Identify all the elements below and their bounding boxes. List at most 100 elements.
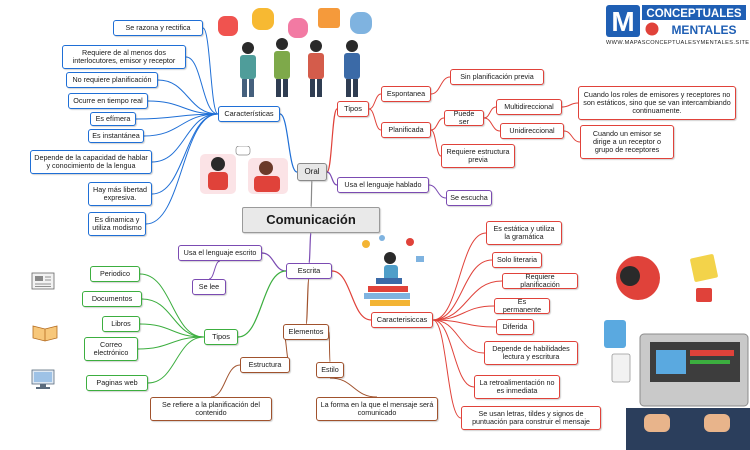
connector-escrita-node-to-elementos-node	[305, 278, 310, 325]
oral-caracteristicas-label: Características	[224, 108, 274, 118]
planificada-node: Planificada	[381, 122, 431, 138]
brand-site-url: WWW.MAPASCONCEPTUALESYMENTALES.SITE	[606, 40, 750, 46]
brand-logo-letter: M	[611, 6, 634, 37]
connector-escrita-caracteristicas-node-to-esc-car-item-3	[432, 305, 495, 321]
connector-oral-node-to-usa-lenguaje-hablado-node	[326, 171, 338, 186]
computer-icon	[31, 369, 55, 389]
connector-root-node-to-escrita-node	[308, 232, 312, 264]
multidireccional-desc: Cuando los roles de emisores y receptore…	[578, 86, 736, 120]
connector-oral-caracteristicas-node-to-oral-car-item-5	[143, 113, 219, 137]
connector-escrita-tipos-node-to-tipo-item-4	[147, 336, 205, 384]
tipo-item-4: Paginas web	[86, 375, 148, 391]
connector-escrita-node-to-usa-lenguaje-escrito-node	[261, 252, 287, 272]
connector-elementos-node-to-estilo-node	[328, 331, 331, 363]
unidireccional-desc: Cuando un emisor se dirige a un receptor…	[580, 125, 674, 159]
connector-escrita-tipos-node-to-tipo-item-1	[141, 298, 205, 338]
connector-root-node-to-oral-node	[310, 180, 313, 208]
oral-car-item-8: Es dinamica y utiliza modismo	[88, 212, 146, 236]
connector-oral-caracteristicas-node-to-oral-car-item-4	[135, 113, 219, 120]
escrita-node: Escrita	[286, 263, 332, 279]
connector-unidireccional-node-to-unidireccional-desc	[563, 130, 581, 143]
connector-oral-node-to-oral-caracteristicas-node	[279, 113, 298, 173]
connector-escrita-caracteristicas-node-to-esc-car-item-0	[432, 232, 487, 321]
connector-escrita-tipos-node-to-tipo-item-0	[139, 273, 205, 338]
esc-car-item-5: Depende de habilidades lectura y escritu…	[484, 341, 578, 365]
connector-oral-caracteristicas-node-to-oral-car-item-1	[185, 56, 219, 115]
esc-car-item-7: Se usan letras, tildes y signos de puntu…	[461, 406, 601, 430]
connector-oral-node-to-oral-tipos-node	[326, 108, 338, 173]
oral-car-item-2: No requiere planificación	[66, 72, 158, 88]
estilo-desc: La forma en la que el mensaje será comun…	[316, 397, 438, 421]
connector-escrita-caracteristicas-node-to-esc-car-item-5	[432, 319, 485, 354]
connector-oral-caracteristicas-node-to-oral-car-item-2	[157, 79, 219, 115]
connector-escrita-caracteristicas-node-to-esc-car-item-7	[432, 319, 462, 419]
esc-car-item-1: Solo literaria	[492, 252, 542, 268]
girl-reading-books-illustration	[362, 235, 424, 306]
tipo-item-2: Libros	[102, 316, 140, 332]
connector-estilo-node-to-estilo-desc	[329, 377, 378, 398]
oral-car-item-1: Requiere de al menos dos interlocutores,…	[62, 45, 186, 69]
oral-tipos-node: Tipos	[337, 101, 369, 117]
oral-car-item-4: Es efímera	[90, 112, 136, 126]
connector-usa-lenguaje-escrito-node-to-se-lee-node	[208, 260, 221, 280]
connector-oral-tipos-node-to-planificada-node	[368, 108, 382, 131]
brand-logo: M CONCEPTUALES MENTALES	[606, 4, 746, 38]
oral-node: Oral	[297, 163, 327, 181]
estructura-node: Estructura	[240, 357, 290, 373]
espontanea-node: Espontanea	[381, 86, 431, 102]
estructura-desc: Se refiere a la planificación del conten…	[150, 397, 272, 421]
oral-car-item-3: Ocurre en tiempo real	[68, 93, 148, 109]
connector-planificada-node-to-puede-ser-node	[430, 117, 445, 131]
brand-line2: MENTALES	[671, 23, 736, 37]
connector-escrita-caracteristicas-node-to-esc-car-item-1	[432, 259, 493, 321]
oral-car-item-0: Se razona y rectifica	[113, 20, 203, 36]
root-node: Comunicación	[242, 207, 380, 233]
connector-usa-lenguaje-hablado-node-to-se-escucha-node	[428, 184, 447, 199]
elementos-node: Elementos	[283, 324, 329, 340]
connector-escrita-tipos-node-to-tipo-item-3	[137, 336, 205, 350]
unidireccional-node: Unidireccional	[500, 123, 564, 139]
connector-oral-tipos-node-to-espontanea-node	[368, 93, 382, 110]
connector-escrita-caracteristicas-node-to-esc-car-item-4	[432, 319, 497, 328]
esc-car-item-0: Es estática y utiliza la gramática	[486, 221, 562, 245]
oral-car-item-7: Hay más libertad expresiva.	[88, 182, 152, 206]
people-speech-bubbles-illustration	[218, 8, 372, 97]
connector-oral-caracteristicas-node-to-oral-car-item-6	[151, 113, 219, 163]
usa-lenguaje-escrito-node: Usa el lenguaje escrito	[178, 245, 262, 261]
open-book-icon	[32, 325, 58, 342]
root-label: Comunicación	[266, 211, 356, 227]
escrita-tipos-node: Tipos	[204, 329, 238, 345]
usa-lenguaje-hablado-node: Usa el lenguaje hablado	[337, 177, 429, 193]
connector-escrita-node-to-escrita-tipos-node	[237, 270, 287, 338]
newspaper-icon	[31, 272, 55, 290]
multidireccional-node: Multidireccional	[496, 99, 562, 115]
espontanea-child: Sin planificación previa	[450, 69, 544, 85]
se-lee-node: Se lee	[192, 279, 226, 295]
connector-puede-ser-node-to-unidireccional-node	[483, 117, 501, 132]
connector-escrita-caracteristicas-node-to-esc-car-item-2	[432, 280, 503, 321]
laptop-desk-illustration	[604, 254, 750, 450]
connector-escrita-tipos-node-to-tipo-item-2	[139, 323, 205, 338]
se-escucha-node: Se escucha	[446, 190, 492, 206]
estilo-node: Estilo	[316, 362, 344, 378]
tipo-item-1: Documentos	[82, 291, 142, 307]
oral-caracteristicas-node: Características	[218, 106, 280, 122]
oral-label: Oral	[304, 167, 320, 177]
connector-puede-ser-node-to-multidireccional-node	[483, 106, 497, 119]
requiere-estructura-node: Requiere estructura previa	[441, 144, 515, 168]
brand-logo-graphic: M CONCEPTUALES MENTALES	[606, 5, 746, 37]
brand-line1: CONCEPTUALES	[646, 8, 742, 20]
connector-espontanea-node-to-espontanea-child	[430, 76, 451, 95]
oral-car-item-5: Es instantánea	[88, 129, 144, 143]
esc-car-item-2: Requiere planificación	[502, 272, 578, 289]
esc-car-item-4: Diferida	[496, 319, 534, 335]
puede-ser-node: Puede ser	[444, 109, 484, 126]
tipo-item-0: Periodico	[90, 266, 140, 282]
connector-escrita-node-to-escrita-caracteristicas-node	[331, 270, 372, 321]
tipo-item-3: Correo electrónico	[84, 337, 138, 361]
connector-oral-caracteristicas-node-to-oral-car-item-8	[145, 113, 219, 225]
two-people-talking-illustration	[200, 146, 288, 194]
connector-planificada-node-to-requiere-estructura-node	[430, 129, 442, 157]
